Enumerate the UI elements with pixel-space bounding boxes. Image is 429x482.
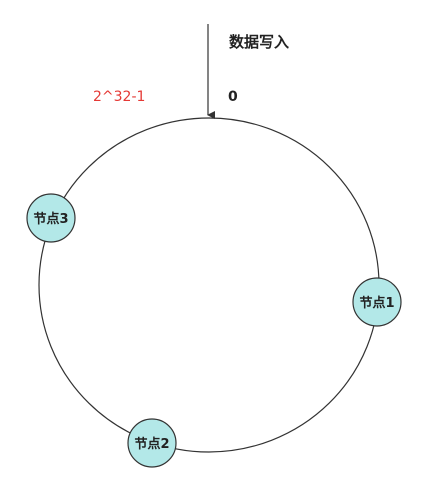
node-2: 节点2 xyxy=(127,418,177,468)
hash-ring xyxy=(38,117,380,453)
node-1: 节点1 xyxy=(352,277,402,327)
data-write-label: 数据写入 xyxy=(229,33,289,51)
node-1-circle xyxy=(352,277,402,327)
node-3-circle xyxy=(26,193,76,243)
node-3-label: 节点3 xyxy=(33,211,68,227)
node-3: 节点3 xyxy=(26,193,76,243)
node-2-circle xyxy=(127,418,177,468)
node-1-label: 节点1 xyxy=(359,295,394,311)
node-2-label: 节点2 xyxy=(134,436,169,452)
ring-start-label: 0 xyxy=(228,89,238,105)
ring-max-label: 2^32-1 xyxy=(93,89,145,105)
